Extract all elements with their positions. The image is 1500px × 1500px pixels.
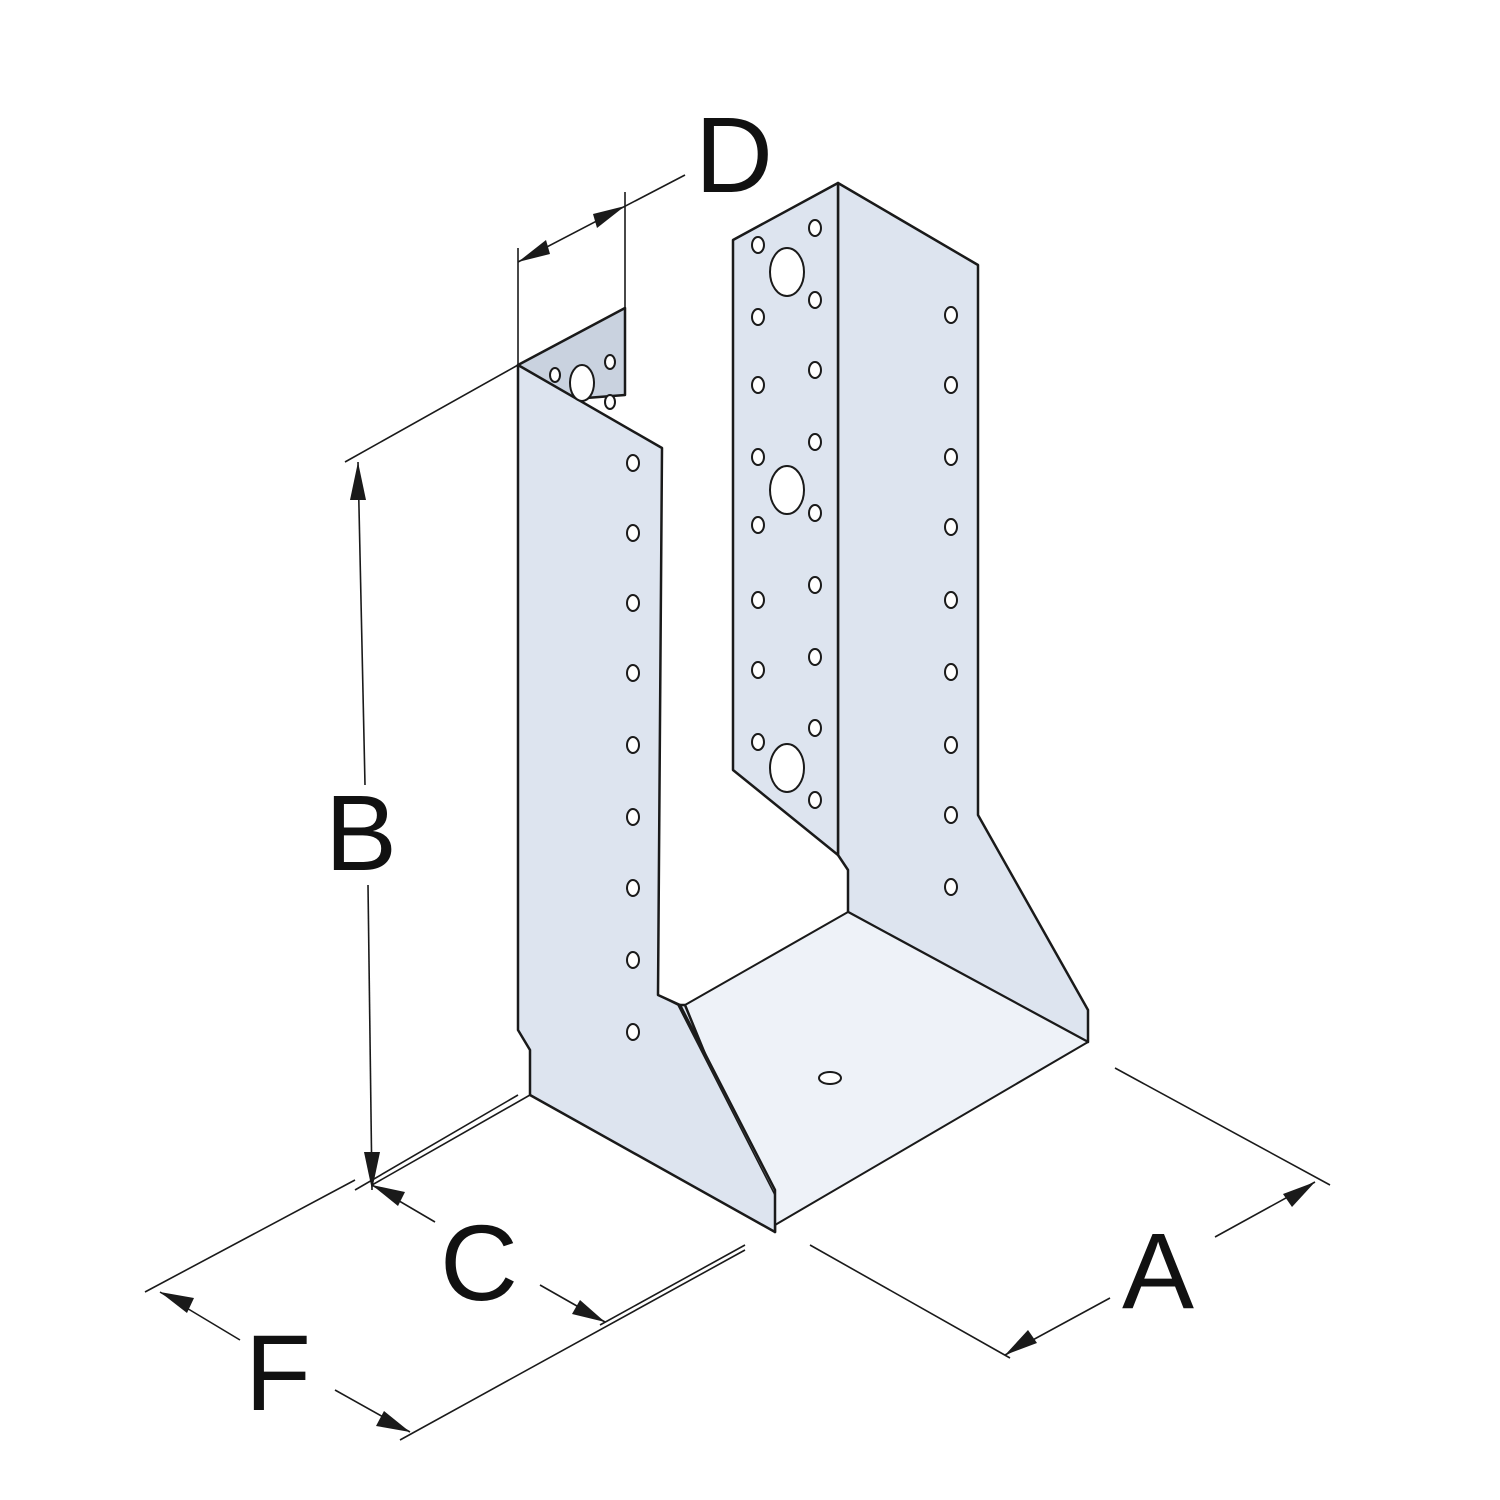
base-nail-hole	[818, 1071, 842, 1085]
label-f: F	[245, 1312, 311, 1433]
label-a: A	[1122, 1210, 1194, 1331]
left-flange-holes	[549, 354, 640, 1041]
label-b: B	[325, 772, 397, 893]
dimension-a: A	[809, 1067, 1331, 1359]
label-c: C	[440, 1202, 518, 1323]
dimension-d: D	[517, 94, 773, 365]
right-flange-holes	[751, 219, 958, 896]
dimension-f: F	[144, 1179, 746, 1441]
dimension-b: B	[325, 364, 519, 1191]
label-d: D	[695, 94, 773, 215]
dimension-c: C	[371, 1094, 746, 1326]
left-flange	[516, 306, 777, 1234]
right-flange	[731, 181, 1090, 1044]
